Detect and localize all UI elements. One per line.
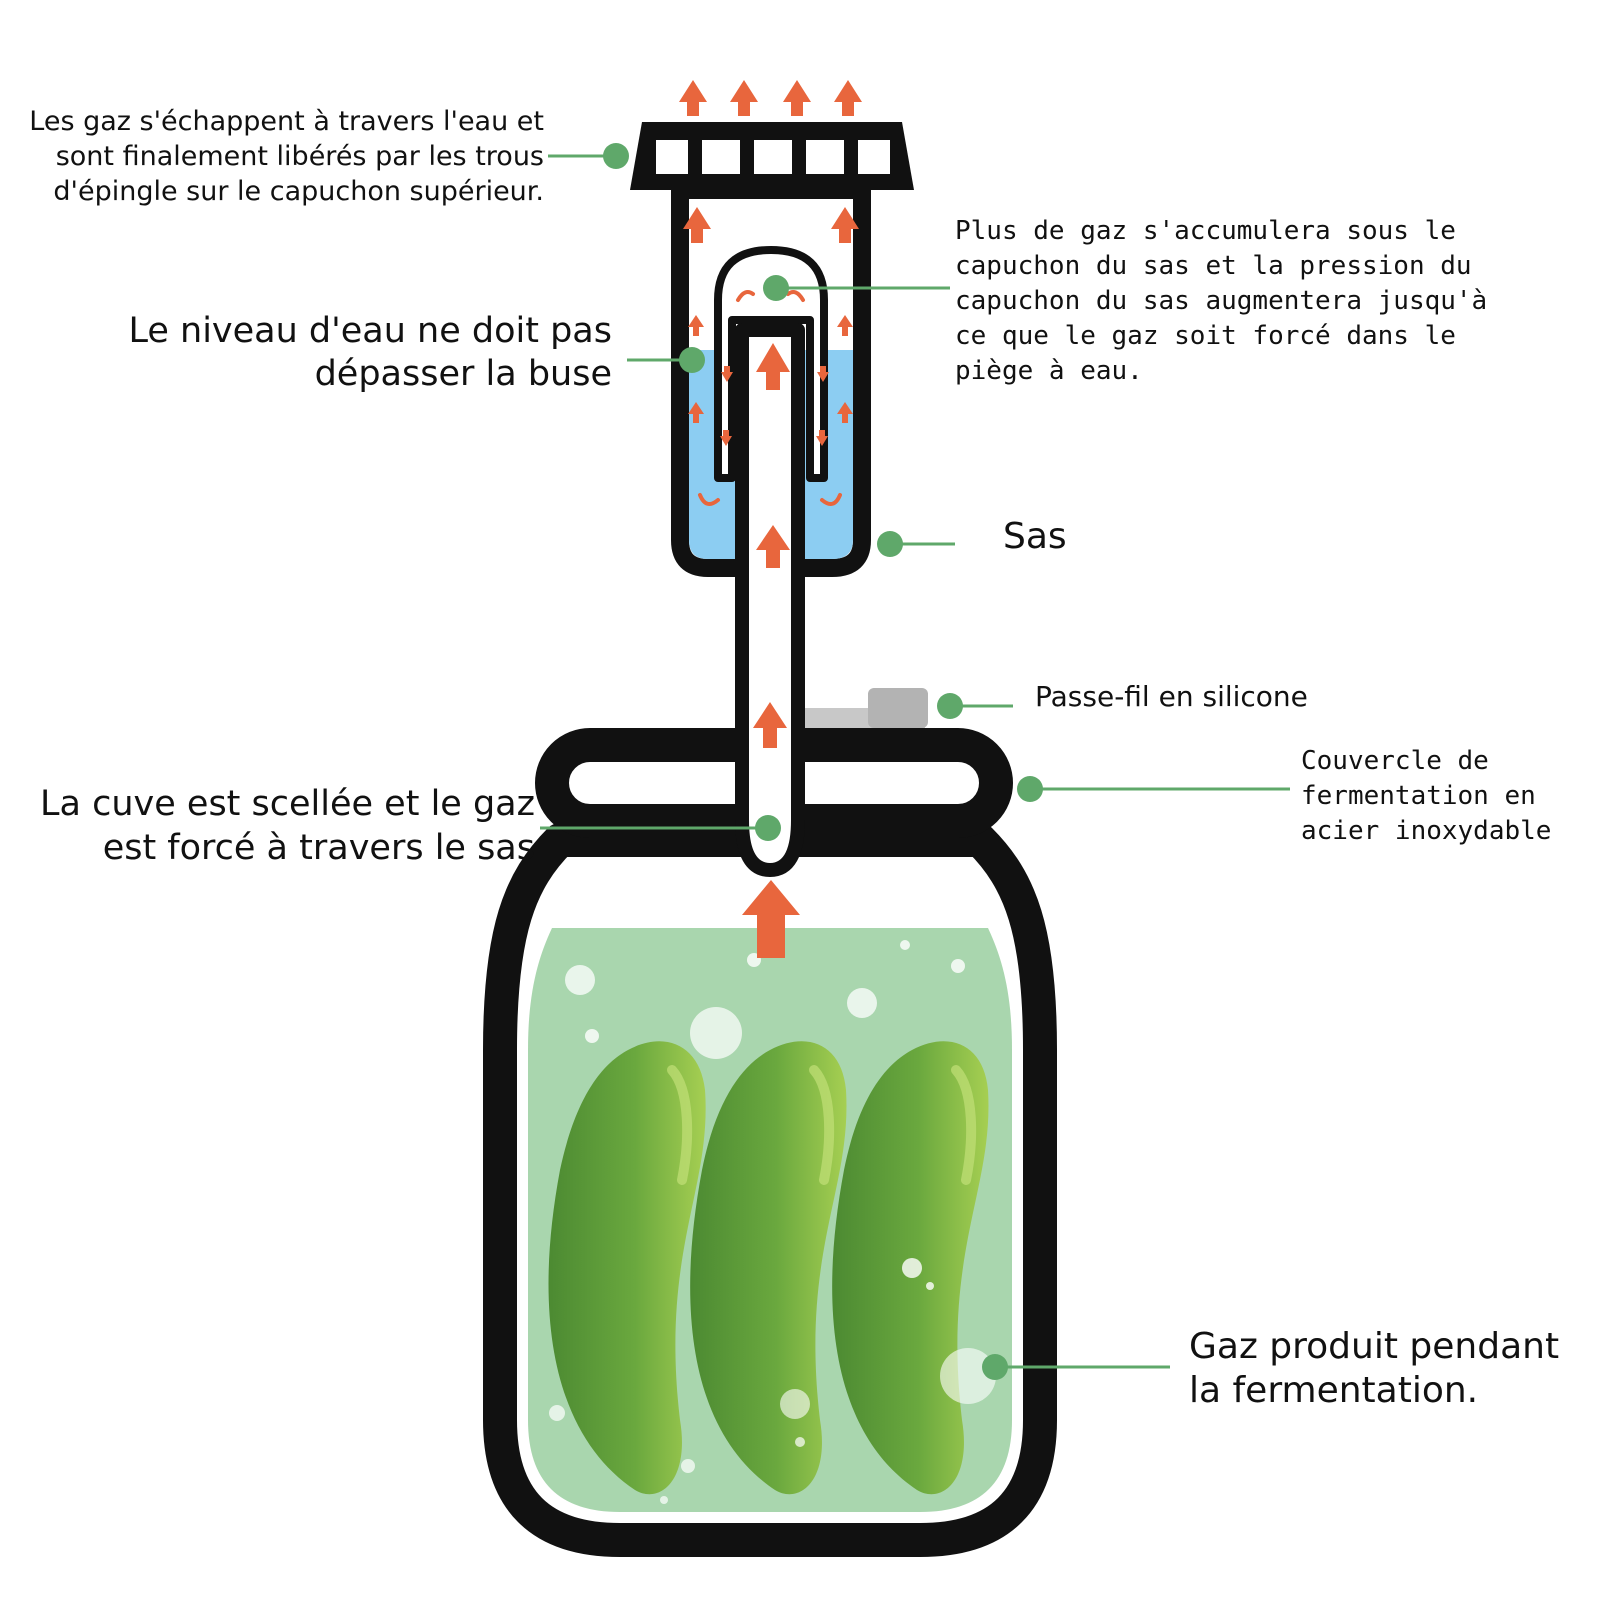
pickle-left [548,1041,706,1495]
silicone-grommet [805,688,928,728]
label-grommet: Passe-fil en silicone [1035,680,1308,713]
curved-arrow-icon [698,290,842,506]
pickle-middle [690,1041,847,1495]
label-sealed: La cuve est scellée et le gaz est forcé … [40,784,535,868]
inner-cap [714,246,828,482]
airlock-tube [735,323,805,877]
dot-icon [603,143,1043,1380]
top-cap-holes [656,140,890,174]
up-arrow-icon [679,80,862,958]
label-water-level: Le niveau d'eau ne doit pas dépasser la … [128,311,612,394]
label-pressure: Plus de gaz s'accumulera sous le capucho… [955,216,1488,386]
label-sas: Sas [1003,516,1067,557]
label-lid: Couvercle de fermentation en acier inoxy… [1301,746,1552,846]
label-gas: Gaz produit pendant la fermentation. [1189,1326,1560,1411]
label-pinholes: Les gaz s'échappent à travers l'eau et s… [29,106,544,207]
bubbles [549,940,996,1504]
